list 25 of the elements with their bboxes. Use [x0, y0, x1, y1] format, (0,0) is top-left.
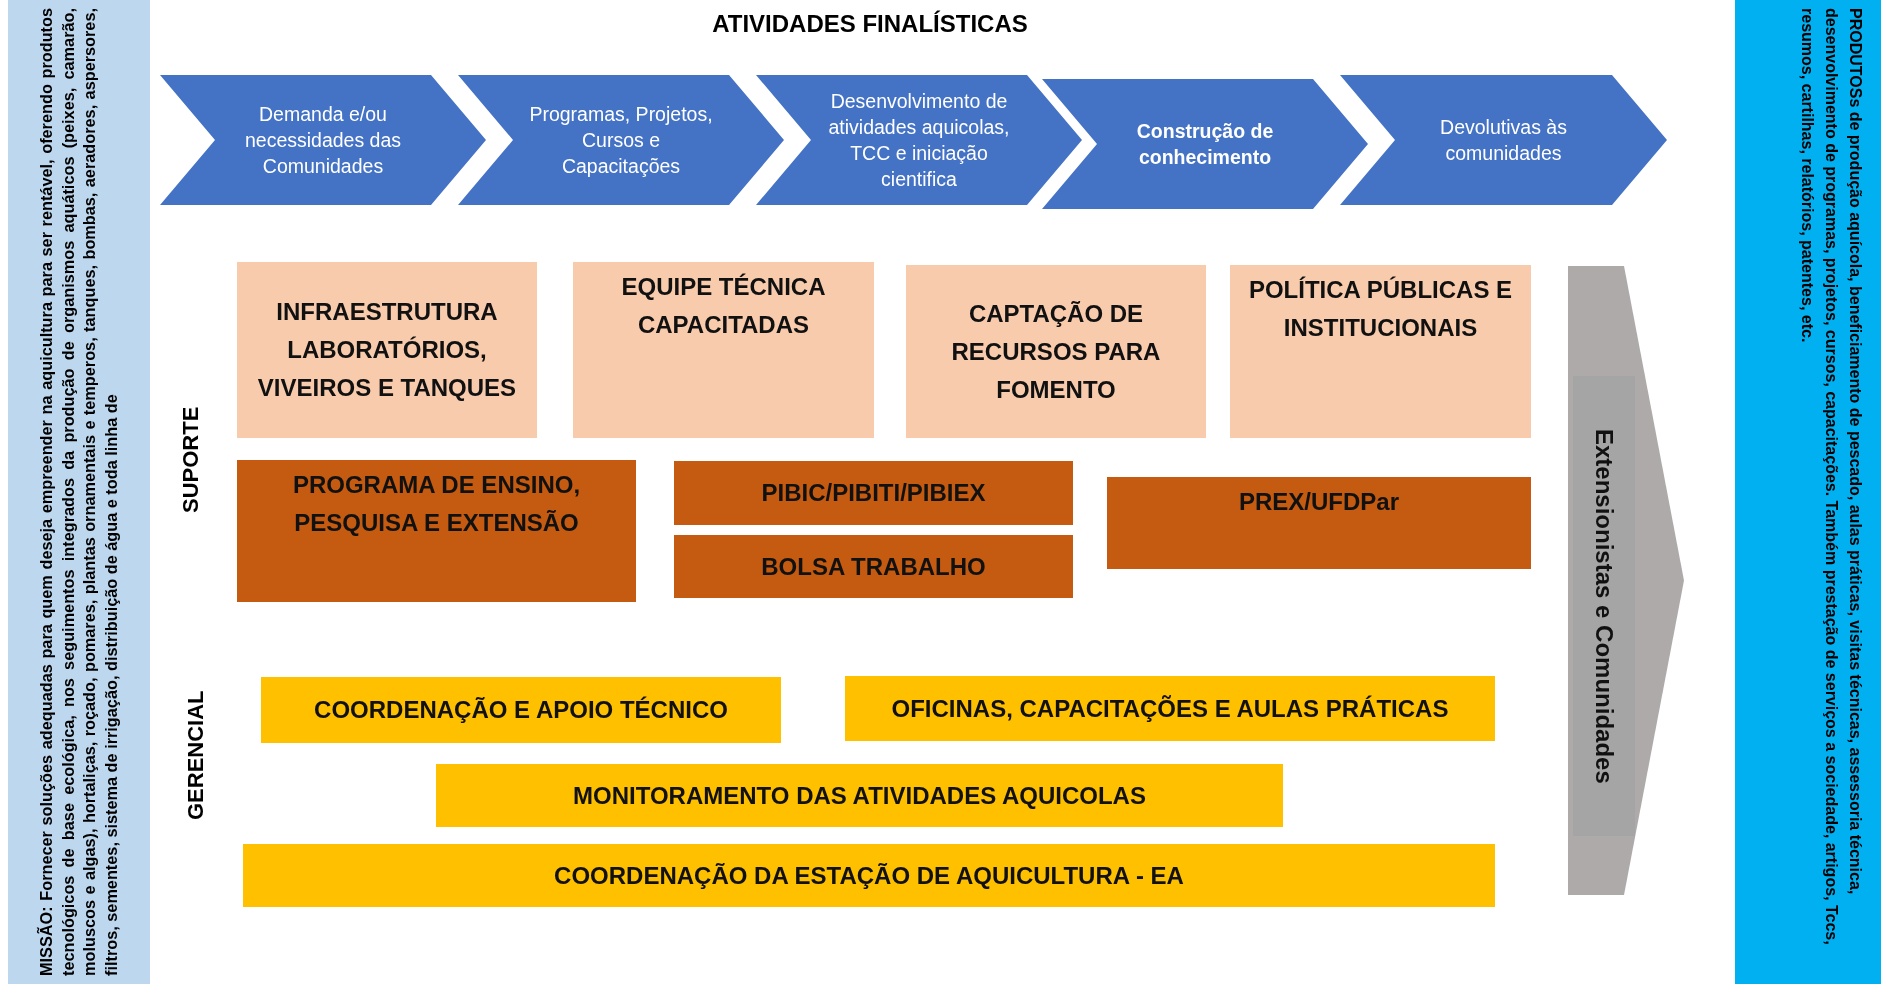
section-label: GERENCIAL — [183, 689, 209, 822]
management-box: COORDENAÇÃO DA ESTAÇÃO DE AQUICULTURA - EA — [243, 844, 1495, 907]
management-box: OFICINAS, CAPACITAÇÕES E AULAS PRÁTICAS — [845, 676, 1495, 741]
support-box: POLÍTICA PÚBLICAS E INSTITUCIONAIS — [1230, 265, 1531, 438]
section-label: SUPORTE — [178, 405, 204, 516]
program-box: BOLSA TRABALHO — [674, 535, 1073, 598]
mission-panel — [8, 0, 150, 984]
support-box: EQUIPE TÉCNICA CAPACITADAS — [573, 262, 874, 438]
step-label: Demanda e/ou necessidades das Comunidades — [243, 102, 403, 179]
program-box: PREX/UFDPar — [1107, 477, 1531, 569]
step-label: Construção de conhecimento — [1135, 119, 1275, 170]
program-box: PROGRAMA DE ENSINO, PESQUISA E EXTENSÃO — [237, 460, 636, 602]
management-box: MONITORAMENTO DAS ATIVIDADES AQUICOLAS — [436, 764, 1283, 827]
audience-label: Extensionistas e Comunidades — [1573, 376, 1635, 836]
diagram-title: ATIVIDADES FINALÍSTICAS — [711, 10, 1029, 38]
management-box: COORDENAÇÃO E APOIO TÉCNICO — [261, 677, 781, 743]
products-panel — [1735, 0, 1881, 984]
support-box: INFRAESTRUTURA LABORATÓRIOS, VIVEIROS E TANQUES — [237, 262, 537, 438]
support-box: CAPTAÇÃO DE RECURSOS PARA FOMENTO — [906, 265, 1206, 438]
program-box: PIBIC/PIBITI/PIBIEX — [674, 461, 1073, 525]
products-text: PRODUTOSs de produção aquícola, beneficiamento de pescado, aulas práticas, visitas técnicas, assessoria técnica, desenvolvimento de programas, projetos, cursos, capacitações. Também prestação de serviços a sociedade, artigos, Tccs, resumos, cartilhas, relatórios, patentes, etc. — [1798, 8, 1865, 947]
step-label: Devolutivas às comunidades — [1439, 115, 1568, 166]
step-label: Desenvolvimento de atividades aquicolas, TCC e iniciação cientifica — [827, 89, 1011, 192]
mission-text: MISSÃO: Fornecer soluções adequadas para quem deseja empreender na aquicultura para ser rentável, oferendo produtos tecnológicos de base ecológica, nos seguimentos integrados da produção de organismos aquáticos (peixes, camarão, moluscos e algas), hortaliças, roçado, pomares, plantas ornamentais e temperos, tanques, bombas, aeradores, aspersores, filtros, sementes, sistema de irrigação, distribuição de água e toda linha de — [36, 8, 121, 976]
step-label: Programas, Projetos, Cursos e Capacitações — [528, 102, 714, 179]
